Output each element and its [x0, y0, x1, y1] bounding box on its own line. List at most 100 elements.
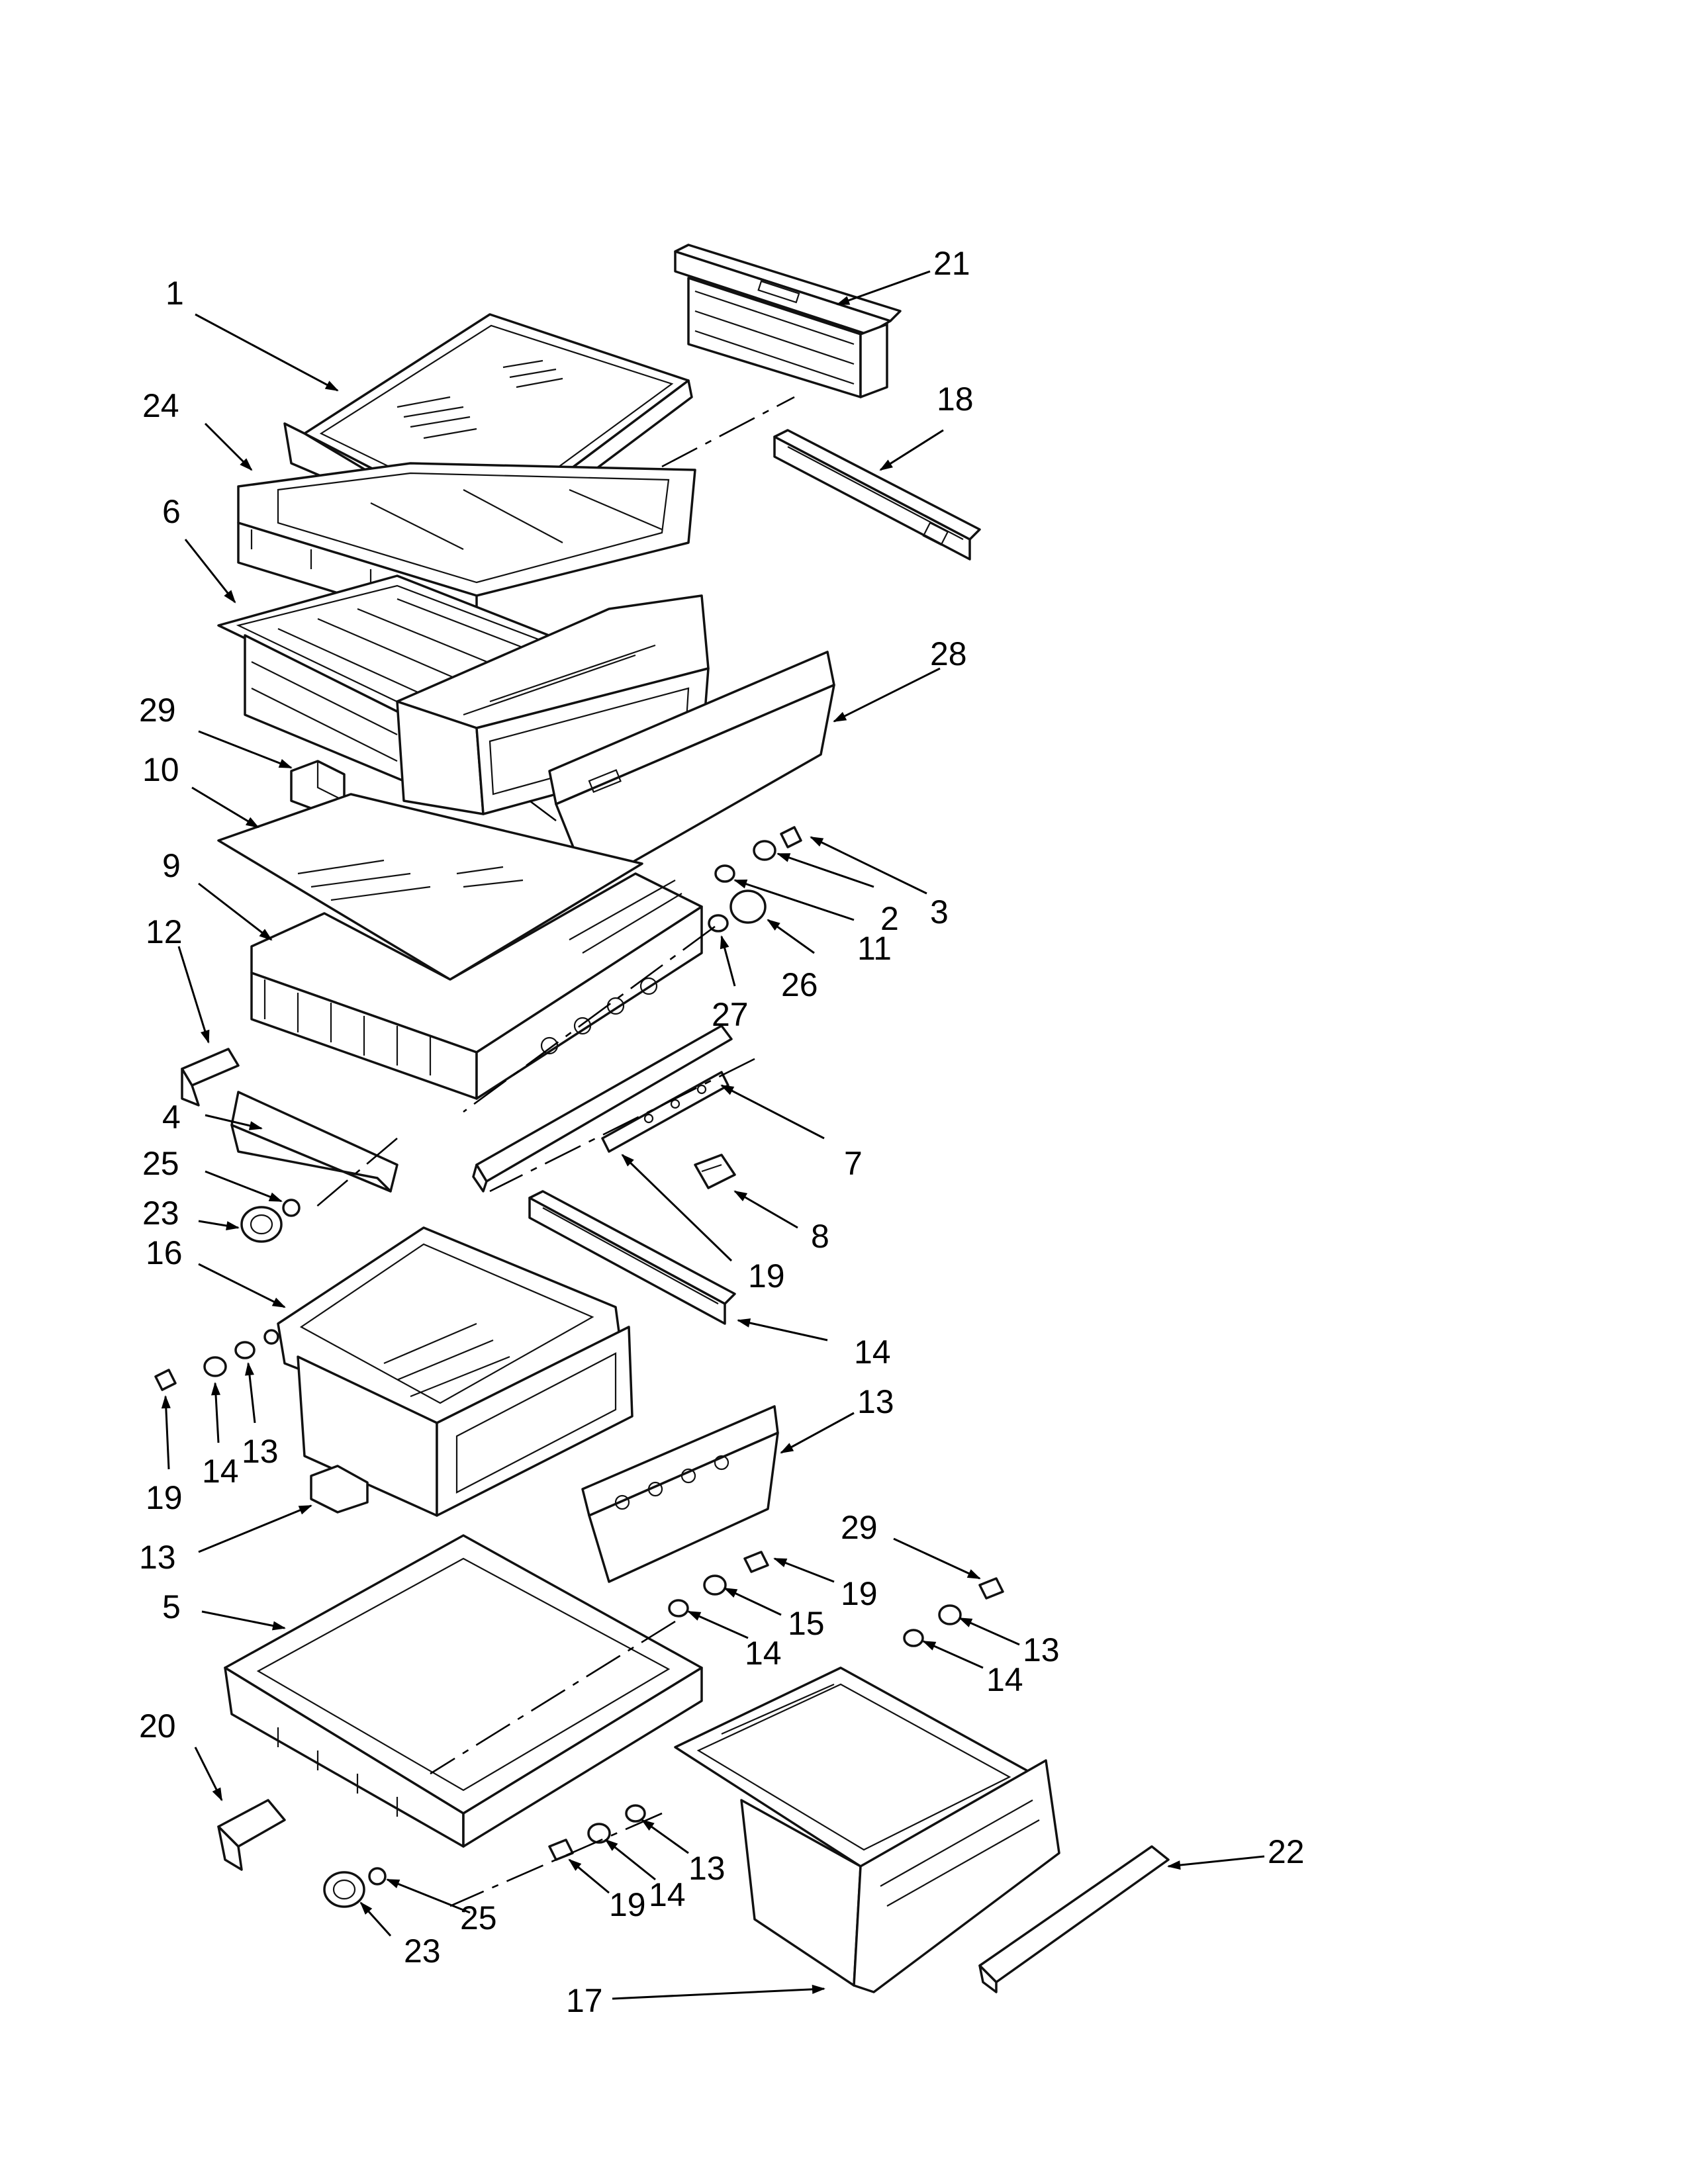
leader-28: [833, 667, 941, 723]
fasteners-upper-right: [708, 826, 802, 933]
callout-23-lower: 23: [404, 1933, 441, 1970]
part-25-roller-lower: [368, 1867, 387, 1886]
callout-23-upper: 23: [142, 1195, 179, 1232]
callout-14-right: 13: [1023, 1631, 1060, 1668]
callout-11: 7: [844, 1145, 863, 1182]
callout-13-top: 11: [857, 930, 892, 967]
callout-5: 5: [162, 1588, 181, 1625]
callout-10: 10: [142, 751, 179, 788]
leader-27: [720, 935, 736, 987]
part-22-drawer-handle: [978, 1845, 1170, 1993]
leader-19a: [161, 1395, 171, 1470]
callout-13-left: 13: [242, 1433, 279, 1470]
leader-22: [1167, 1855, 1265, 1870]
leader-29a: [198, 730, 293, 769]
callout-16: 16: [146, 1234, 183, 1271]
leader-19c: [893, 1537, 981, 1580]
callout-17: 17: [566, 1982, 603, 2019]
callout-29-upper: 29: [139, 692, 176, 729]
fasteners-right: [903, 1577, 1004, 1647]
leader-13a: [245, 1362, 256, 1424]
explosion-axes: [310, 396, 795, 1907]
fasteners-left: [154, 1329, 279, 1391]
callout-27: 27: [712, 996, 749, 1033]
leader-24: [204, 422, 253, 471]
leader-23a: [198, 1220, 240, 1230]
leader-19top: [810, 836, 927, 895]
leader-17: [612, 1984, 825, 2000]
part-21-slide-rail-assembly: [674, 244, 902, 398]
callout-12: 12: [146, 913, 183, 950]
callout-14-mid: 15: [788, 1605, 825, 1642]
leader-21: [836, 270, 931, 306]
callout-26: 26: [781, 966, 818, 1003]
leader-14c: [724, 1587, 782, 1616]
callout-24: 24: [142, 387, 179, 424]
callout-8: 13: [857, 1383, 894, 1420]
callout-22: 22: [1268, 1833, 1305, 1870]
callout-9: 9: [162, 847, 181, 884]
callout-13-bottom: 13: [688, 1850, 726, 1887]
leader-8: [780, 1412, 855, 1454]
part-17-crisper-drawer: [674, 1666, 1060, 1993]
leader-12: [177, 946, 210, 1044]
leader-lines: [161, 270, 1265, 2000]
leader-6: [184, 539, 236, 604]
callout-13-right: 14: [986, 1661, 1023, 1698]
callout-7: 14: [854, 1334, 891, 1371]
leader-13top: [733, 879, 855, 921]
leader-14d: [959, 1617, 1020, 1646]
callout-19-bottom: 19: [609, 1886, 646, 1923]
callout-19-top: 3: [930, 893, 949, 931]
part-28-drawer-front: [548, 651, 835, 888]
leader-10: [191, 786, 259, 829]
callout-1: 1: [165, 275, 184, 312]
leader-13e: [641, 1819, 689, 1854]
callout-29-lower: 13: [139, 1539, 176, 1576]
fasteners-middle: [668, 1551, 769, 1617]
part-10-glass-cover: [217, 793, 643, 981]
leader-18: [879, 429, 944, 471]
callout-4: 4: [162, 1099, 181, 1136]
part-2-clip: [694, 1154, 736, 1189]
part-29-clip-lower: [310, 1465, 369, 1514]
leader-15: [773, 1557, 835, 1583]
leader-7: [737, 1318, 828, 1342]
callout-20: 20: [139, 1707, 176, 1745]
callout-19-left: 19: [146, 1479, 183, 1516]
leader-13c: [687, 1610, 749, 1639]
callout-25-upper: 25: [142, 1145, 179, 1182]
part-20-cap: [217, 1799, 286, 1871]
part-5-crisper-cover-frame: [224, 1534, 703, 1848]
callout-25-lower: 25: [460, 1899, 497, 1936]
part-7-lower-slide-rail: [528, 1190, 736, 1325]
part-11-divider-rail: [472, 1024, 733, 1193]
callout-6: 6: [162, 493, 181, 530]
callout-labels: 1 24 6 21 18 28 29 10 9 12 4 25 23 16 19…: [139, 245, 1305, 2019]
leader-11: [720, 1084, 825, 1140]
leader-29b: [198, 1504, 312, 1553]
callout-15: 19: [841, 1575, 878, 1612]
leader-19d: [568, 1858, 610, 1894]
leader-20: [194, 1747, 223, 1801]
leader-13d: [922, 1640, 984, 1669]
leader-16: [198, 1263, 286, 1308]
part-23-wheel-upper: [240, 1206, 283, 1243]
part-8-drawer-front: [581, 1405, 779, 1583]
leader-2: [733, 1190, 798, 1229]
leader-14a: [211, 1382, 220, 1443]
leader-14e: [604, 1839, 656, 1881]
leader-25b: [386, 1878, 471, 1914]
callout-14-bottom: 14: [649, 1876, 686, 1913]
callout-2: 8: [811, 1218, 829, 1255]
leader-9: [198, 882, 273, 941]
callout-19-right: 29: [841, 1509, 878, 1546]
callout-14-top: 2: [880, 900, 899, 937]
part-9-pan-housing: [250, 872, 703, 1100]
leader-25a: [205, 1170, 283, 1203]
callout-3: 19: [748, 1257, 785, 1295]
callout-18: 18: [937, 381, 974, 418]
part-25-roller-upper: [282, 1199, 301, 1217]
leader-26: [767, 919, 815, 954]
